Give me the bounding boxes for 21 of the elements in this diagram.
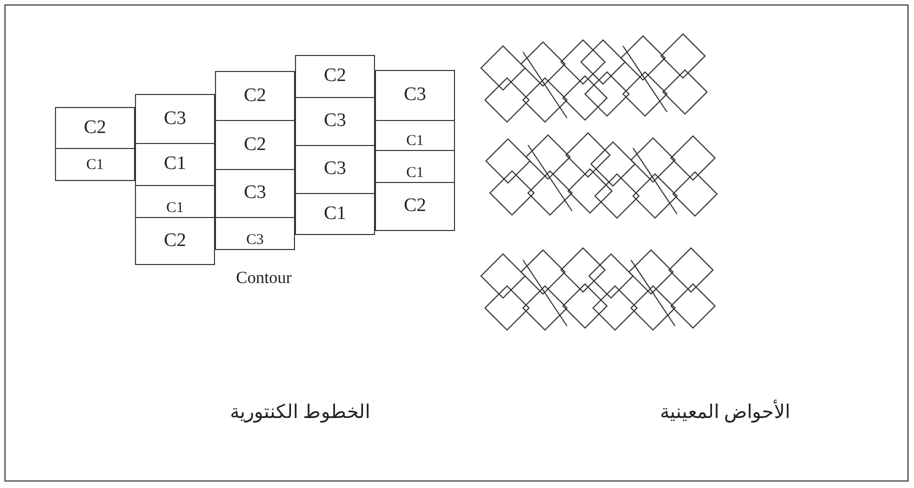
contour-box: C3 bbox=[295, 145, 375, 194]
contour-box: C2 bbox=[135, 217, 215, 265]
contour-box: C3 bbox=[375, 70, 455, 121]
contour-box: C3 bbox=[215, 217, 295, 250]
contour-box: C2 bbox=[55, 107, 135, 149]
contour-box: C2 bbox=[375, 182, 455, 231]
contour-box: C2 bbox=[215, 71, 295, 121]
contour-box: C3 bbox=[135, 94, 215, 144]
contour-box: C3 bbox=[215, 169, 295, 218]
contour-box: C1 bbox=[135, 185, 215, 218]
contour-box: C1 bbox=[375, 150, 455, 183]
contour-box: C1 bbox=[55, 148, 135, 181]
caption-text: الخطوط الكنتورية bbox=[230, 401, 370, 424]
contour-box: C2 bbox=[215, 120, 295, 170]
contour-box: C2 bbox=[295, 55, 375, 98]
contour-box: C1 bbox=[295, 193, 375, 235]
contour-box: C1 bbox=[135, 143, 215, 186]
caption-text: الأحواض المعينية bbox=[660, 400, 790, 424]
contour-box: C3 bbox=[295, 97, 375, 146]
caption-text: Contour bbox=[236, 268, 292, 288]
contour-box: C1 bbox=[375, 120, 455, 151]
